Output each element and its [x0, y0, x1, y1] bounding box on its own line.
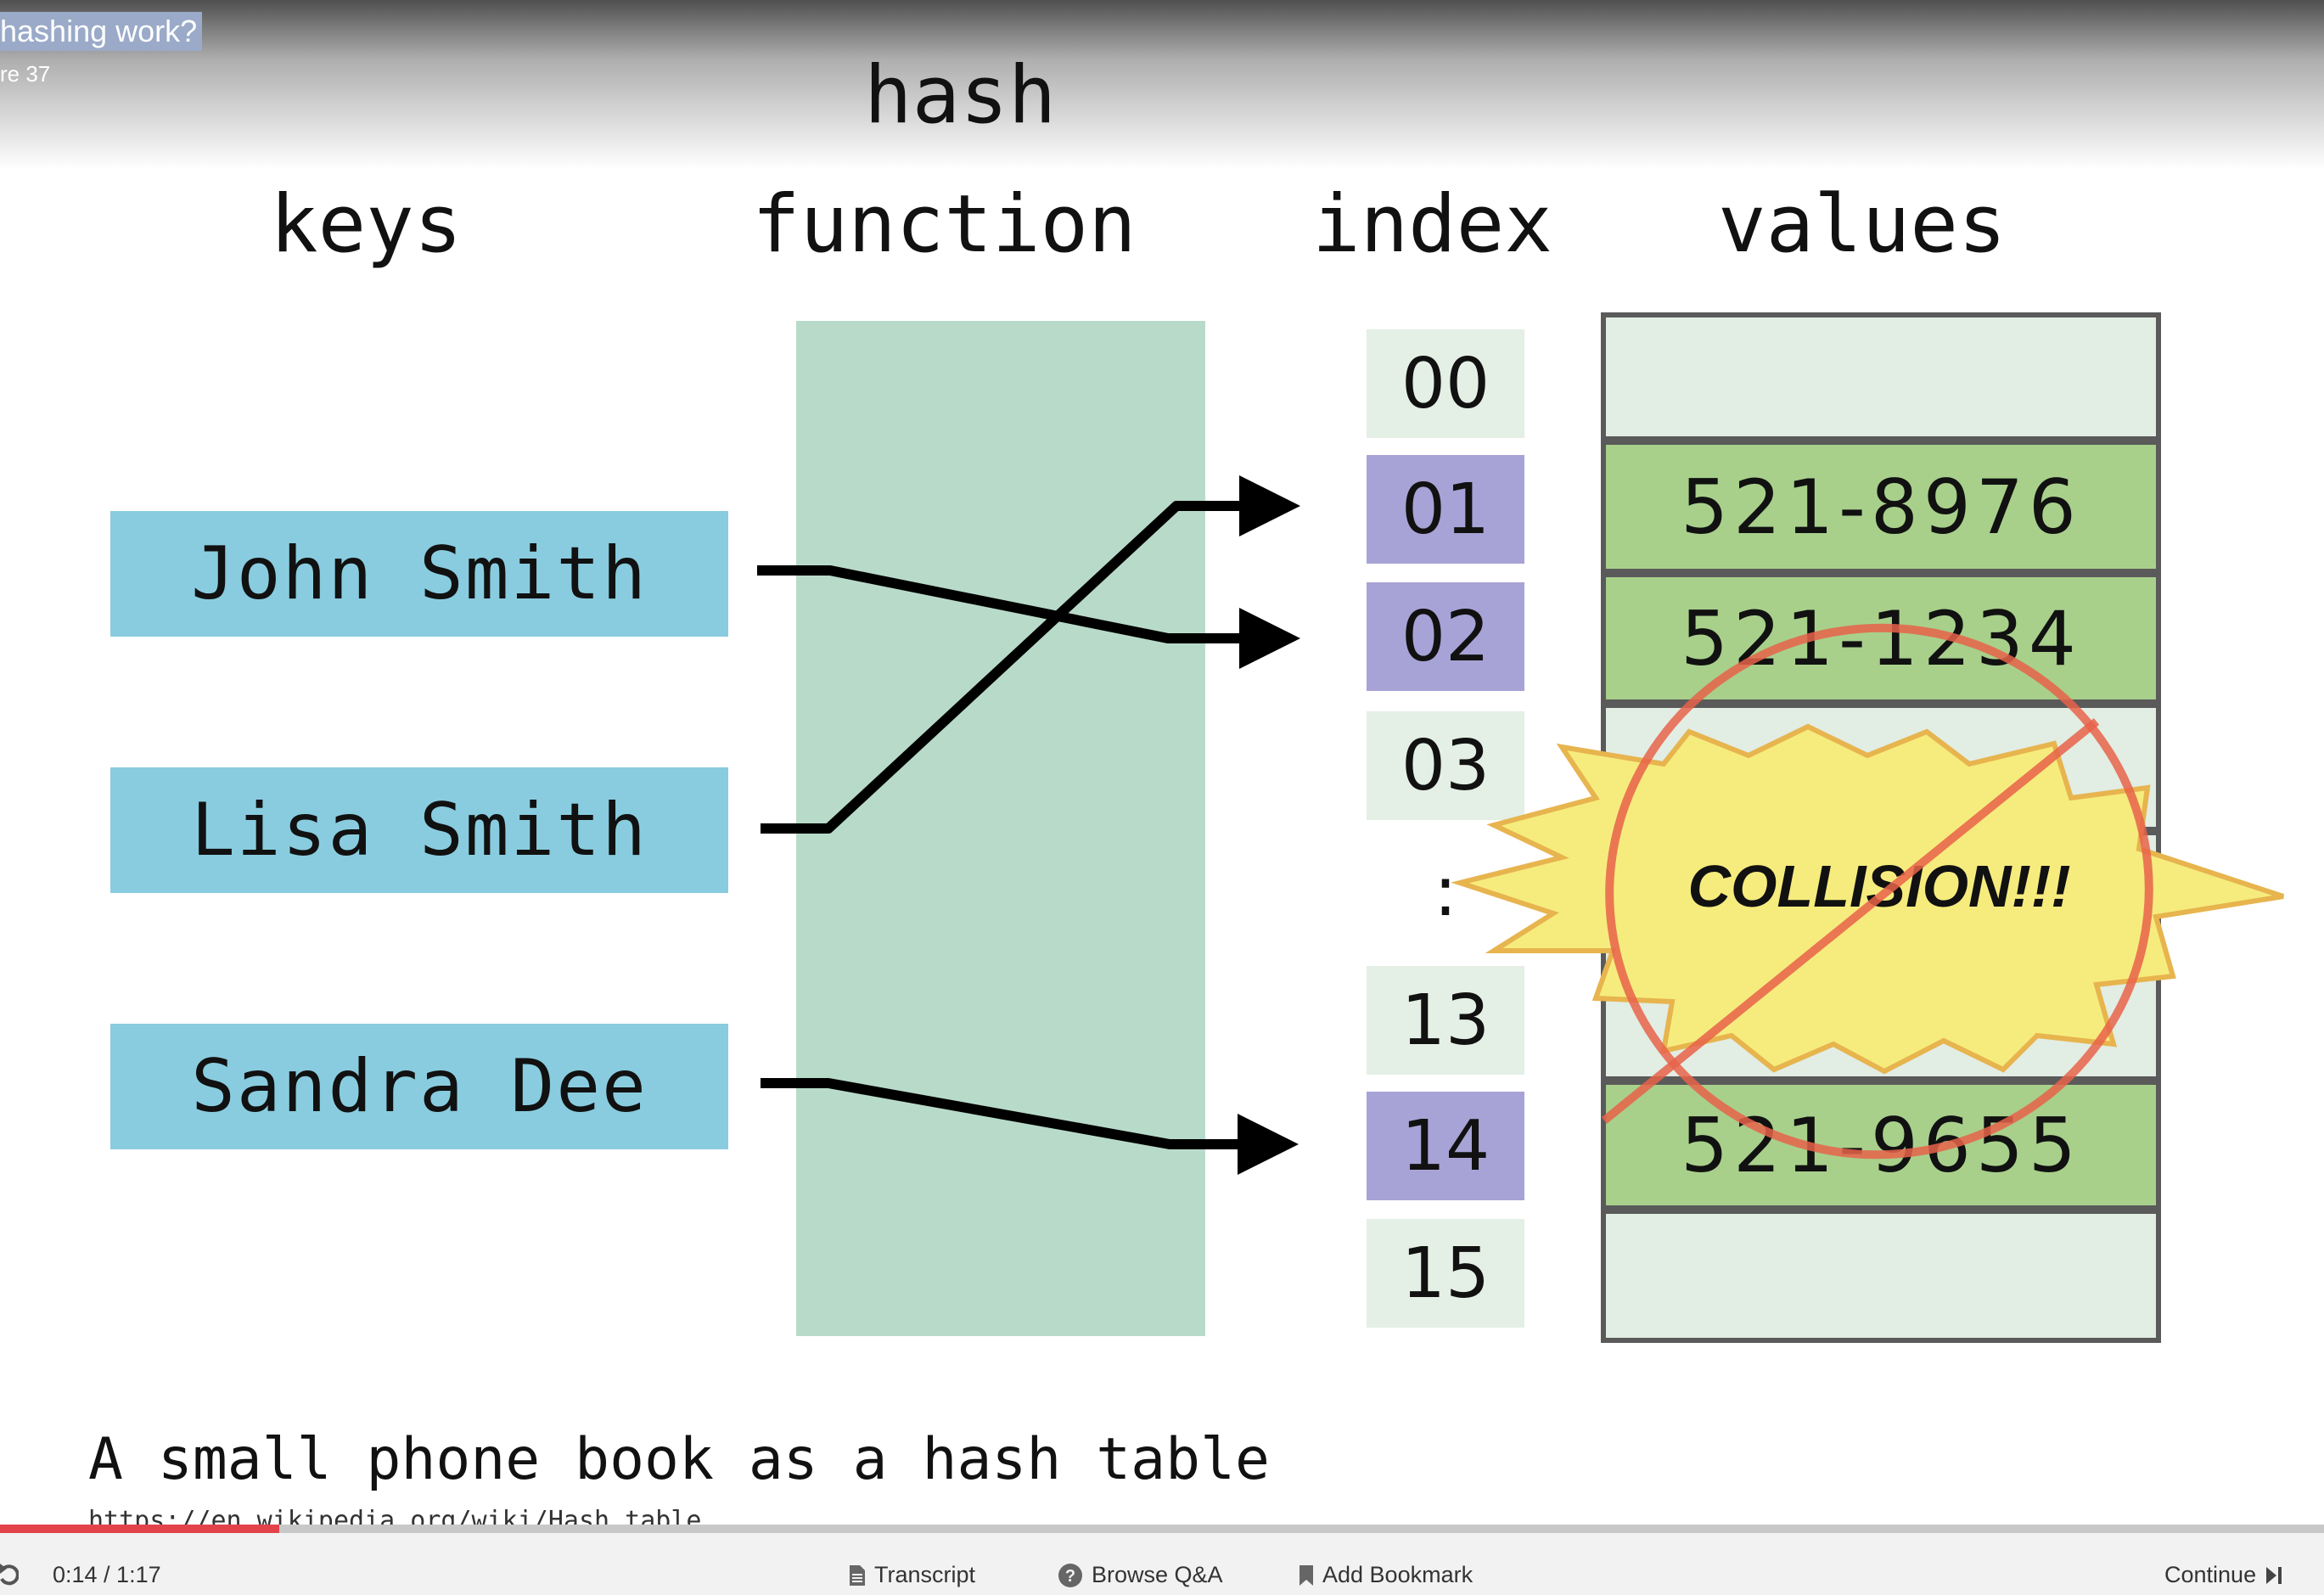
key-sandra-dee: Sandra Dee [110, 1024, 728, 1149]
header-values: values [1718, 178, 2007, 271]
browse-qa-button[interactable]: ? Browse Q&A [1058, 1562, 1223, 1588]
index-cell: 00 [1367, 329, 1524, 438]
key-john-smith: John Smith [110, 511, 728, 637]
value-cell [1606, 317, 2156, 436]
add-bookmark-button[interactable]: Add Bookmark [1299, 1562, 1473, 1588]
bookmark-icon [1299, 1564, 1314, 1587]
slide-source: https://en.wikipedia.org/wiki/Hash_table [88, 1506, 702, 1528]
index-cell: 14 [1367, 1092, 1524, 1200]
collision-slash [1601, 718, 2100, 1124]
header-index: index [1312, 178, 1552, 271]
continue-label: Continue [2164, 1562, 2257, 1587]
continue-button[interactable]: Continue [2164, 1562, 2283, 1588]
add-bookmark-label: Add Bookmark [1322, 1562, 1474, 1587]
lesson-title: hashing work? [0, 12, 203, 51]
header-function: function [752, 178, 1137, 271]
question-icon: ? [1058, 1563, 1083, 1588]
diagram-overlay: COLLISION!!! [757, 475, 2284, 1175]
lecture-label: re 37 [0, 61, 51, 87]
slide-caption: A small phone book as a hash table [88, 1426, 1270, 1493]
key-lisa-smith: Lisa Smith [110, 767, 728, 893]
hash-function-box [796, 321, 1205, 1336]
index-cell: 01 [1367, 455, 1524, 564]
index-cell: 13 [1367, 966, 1524, 1075]
collision-circle [1605, 623, 2153, 1160]
header-hash: hash [864, 49, 1057, 142]
transcript-button[interactable]: Transcript [849, 1562, 975, 1588]
header-keys: keys [270, 178, 463, 271]
index-cell: 02 [1367, 582, 1524, 691]
progress-bar[interactable] [0, 1525, 2324, 1533]
arrow-sandra-to-14 [761, 1078, 1299, 1175]
value-cell: 521-1234 [1606, 577, 2156, 699]
replay-icon [0, 1562, 19, 1587]
index-cell: 03 [1367, 711, 1524, 820]
value-cell: 521-8976 [1606, 445, 2156, 569]
document-icon [849, 1564, 866, 1587]
index-cell: 15 [1367, 1219, 1524, 1328]
time-display: 0:14 / 1:17 [53, 1562, 161, 1587]
arrow-lisa-to-01 [761, 475, 1300, 834]
transcript-label: Transcript [874, 1562, 976, 1587]
progress-fill [0, 1525, 279, 1533]
collision-label: COLLISION!!! [1687, 853, 2070, 919]
value-cell [1606, 1214, 2156, 1338]
skip-next-icon [2265, 1565, 2283, 1586]
svg-text:?: ? [1065, 1567, 1075, 1586]
title-overlay [0, 0, 2324, 170]
index-ellipsis: : [1434, 851, 1457, 932]
arrow-john-to-02 [757, 565, 1300, 669]
replay-button[interactable] [0, 1562, 19, 1587]
browse-qa-label: Browse Q&A [1092, 1562, 1223, 1587]
video-slide: hashing work? re 37 keys hash function i… [0, 0, 2324, 1528]
